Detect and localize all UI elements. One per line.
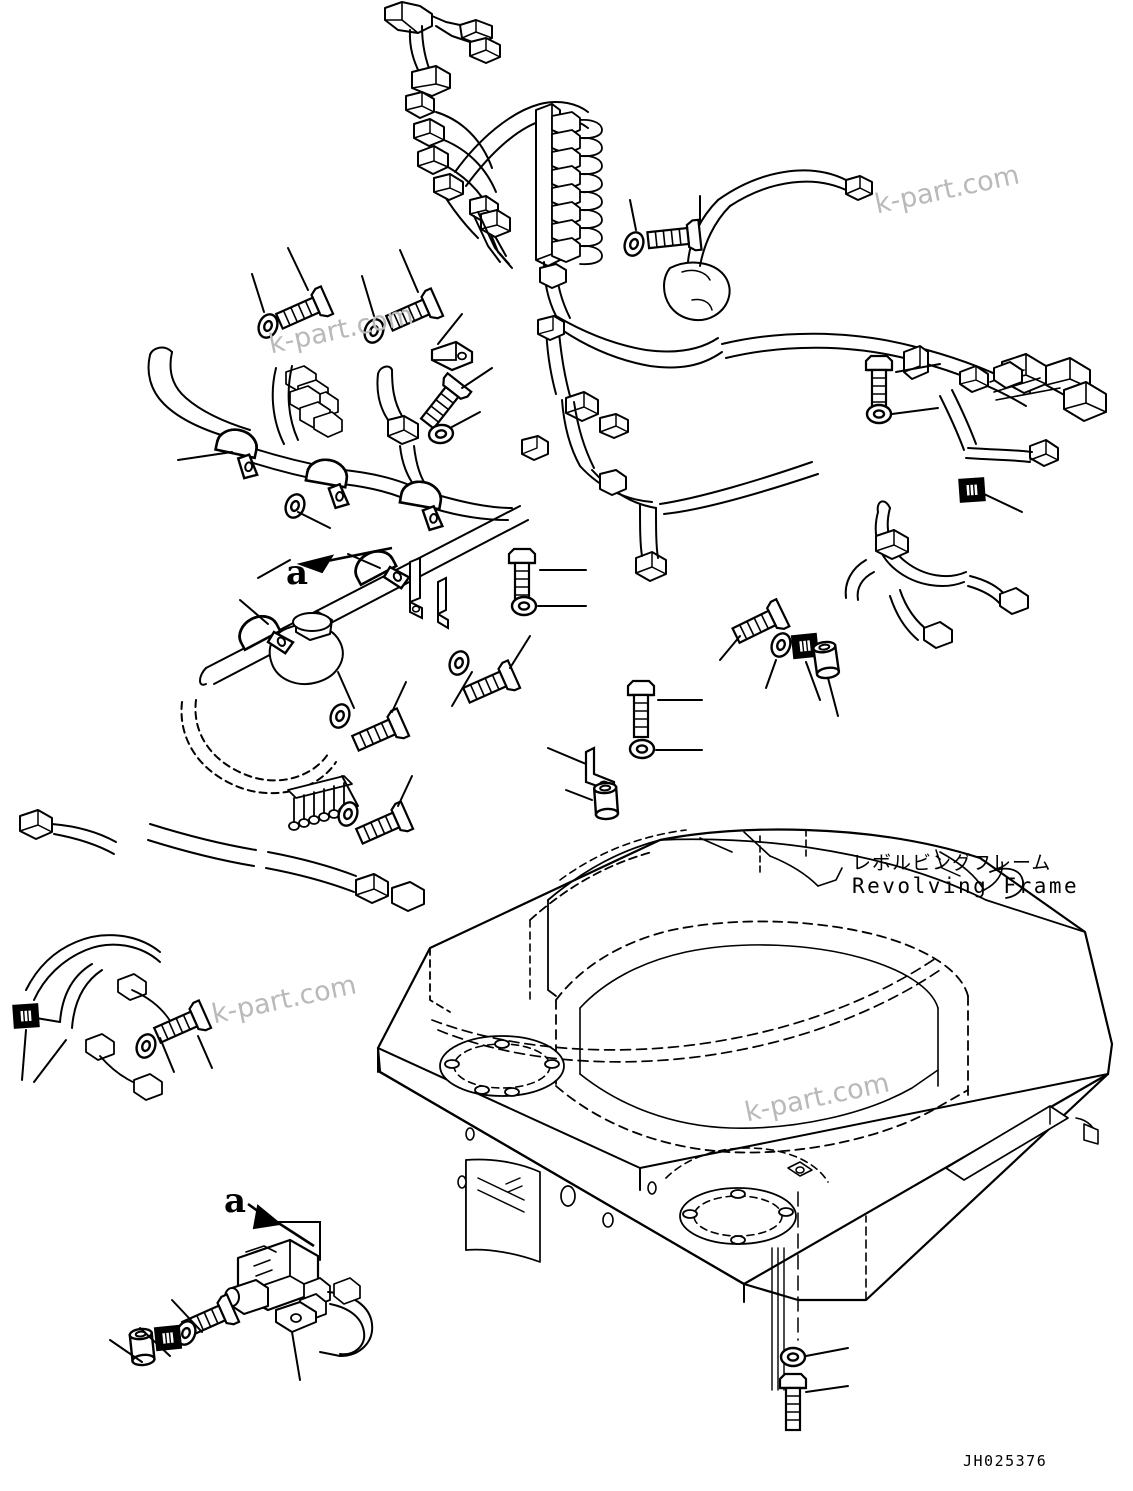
drawing-number: JH025376	[963, 1452, 1048, 1470]
lower-left-harness	[25, 934, 173, 1101]
leader-lines	[21, 195, 1023, 1393]
frame-label-japanese: レボルビングフレーム	[852, 852, 1052, 874]
center-trunk-harness	[521, 169, 873, 582]
frame-label-english: Revolving Frame	[852, 874, 1080, 898]
right-branch-harness	[721, 332, 1107, 649]
callout-marker-a-lower: a	[224, 1181, 247, 1221]
callout-marker-a-upper: a	[286, 553, 309, 593]
upper-harness-assembly	[384, 1, 603, 319]
revolving-frame	[376, 828, 1114, 1391]
detail-a-assembly	[224, 1238, 374, 1357]
clamp-parts	[209, 340, 616, 794]
callout-arrows	[247, 546, 393, 1248]
